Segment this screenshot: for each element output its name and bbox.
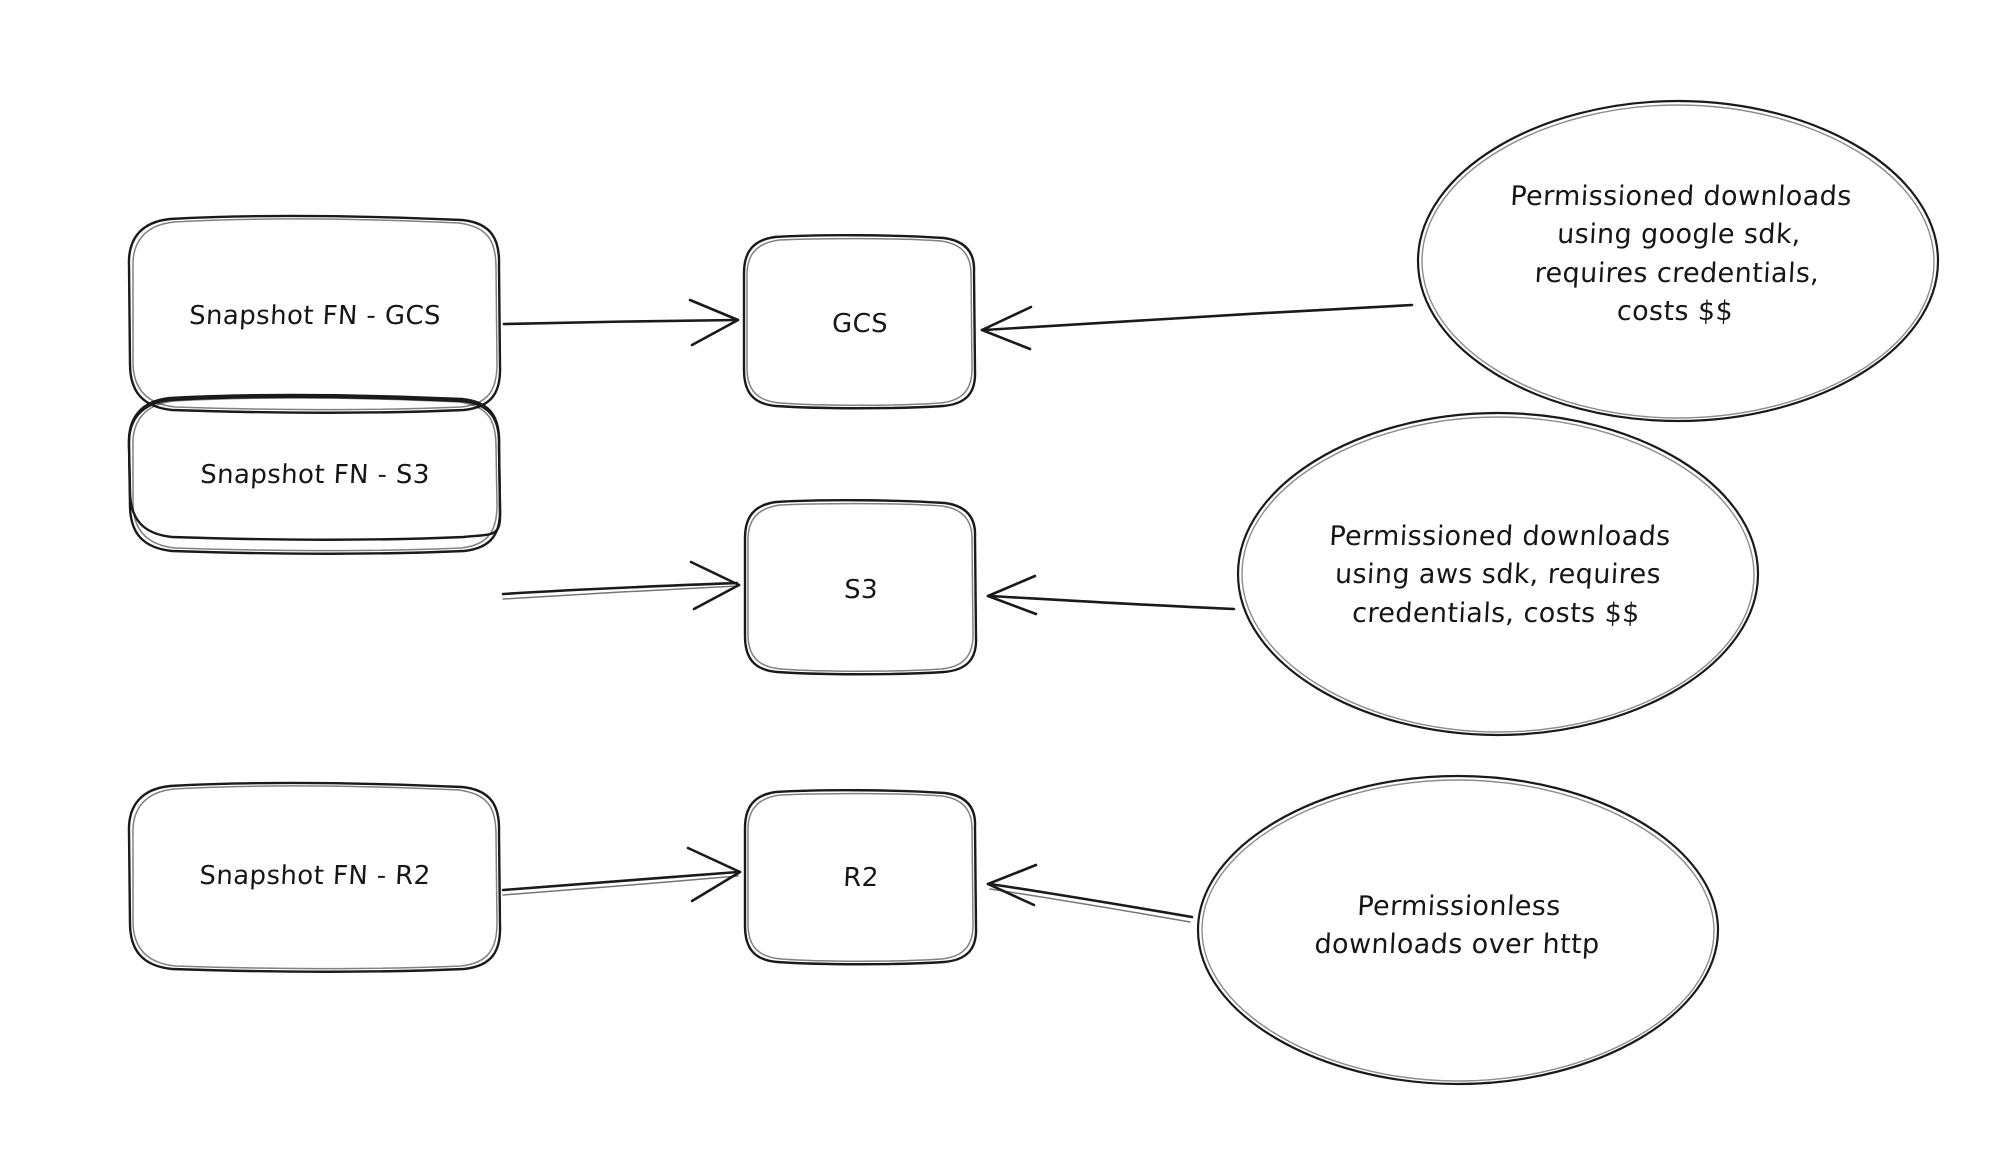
arrow-snapshot-gcs-to-gcs [502, 298, 740, 347]
node-snapshot-fn-s3-outline[interactable] [127, 393, 502, 555]
note-r2-permissionless[interactable] [1196, 774, 1720, 1086]
node-snapshot-fn-gcs[interactable] [127, 214, 502, 414]
node-gcs[interactable] [742, 233, 977, 410]
arrow-note-gcs-to-gcs [980, 303, 1414, 351]
note-s3-permissioned[interactable] [1236, 411, 1760, 737]
arrow-snapshot-r2-to-r2 [501, 846, 742, 903]
node-s3[interactable] [743, 498, 978, 676]
arrow-note-s3-to-s3 [986, 574, 1236, 616]
node-snapshot-fn-s3[interactable] [127, 395, 502, 541]
node-snapshot-fn-r2[interactable] [127, 781, 502, 973]
arrow-snapshot-s3-to-s3 [501, 560, 741, 611]
note-gcs-permissioned[interactable] [1416, 99, 1940, 423]
arrow-note-r2-to-r2 [986, 863, 1194, 923]
node-r2[interactable] [743, 788, 978, 966]
